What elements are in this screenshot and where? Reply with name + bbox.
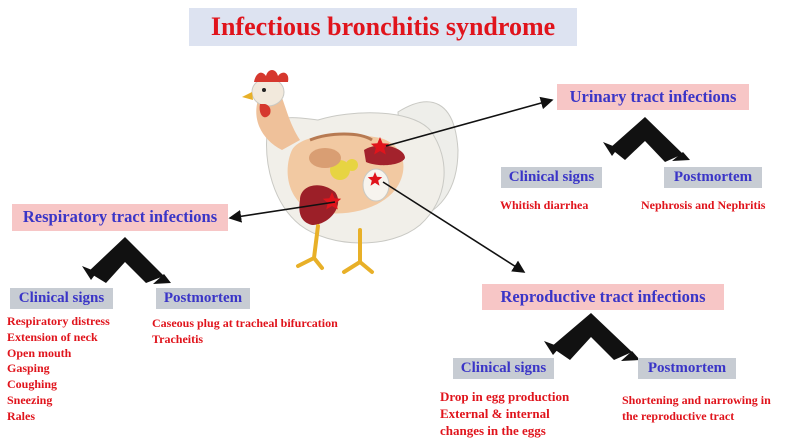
list-item: Open mouth xyxy=(7,345,72,360)
list-item: Sneezing xyxy=(7,392,53,407)
chicken-anatomy-icon xyxy=(242,70,459,274)
list-item: Respiratory distress xyxy=(7,314,110,328)
urinary-postmortem-list: Nephrosis and Nephritis xyxy=(641,198,765,214)
page-title: Infectious bronchitis syndrome xyxy=(189,8,577,46)
urinary-clinical-label: Clinical signs xyxy=(501,167,602,188)
respiratory-clinical-list: Respiratory distress Extension of neck O… xyxy=(7,314,110,425)
urinary-heading: Urinary tract infections xyxy=(557,84,749,110)
respiratory-heading: Respiratory tract infections xyxy=(12,204,228,231)
list-item: Tracheitis xyxy=(152,331,204,346)
reproductive-clinical-label: Clinical signs xyxy=(453,358,554,379)
reproductive-clinical-list: Drop in egg production External & intern… xyxy=(440,388,569,439)
list-item: External & internal xyxy=(440,406,550,421)
list-item: the reproductive tract xyxy=(622,408,735,423)
respiratory-postmortem-list: Caseous plug at tracheal bifurcation Tra… xyxy=(152,316,338,348)
list-item: Drop in egg production xyxy=(440,389,570,404)
respiratory-clinical-label: Clinical signs xyxy=(10,288,113,309)
list-item: Shortening and narrowing in xyxy=(622,393,771,407)
reproductive-postmortem-label: Postmortem xyxy=(638,358,736,379)
reproductive-heading: Reproductive tract infections xyxy=(482,284,724,310)
star-icon xyxy=(367,172,383,186)
arrow-to-respiratory xyxy=(228,201,336,223)
chevron-up-icon xyxy=(603,117,690,162)
list-item: Nephrosis and Nephritis xyxy=(641,198,766,212)
urinary-postmortem-label: Postmortem xyxy=(664,167,762,188)
star-icon xyxy=(322,192,342,210)
star-icon xyxy=(370,137,390,155)
list-item: Rales xyxy=(7,408,35,423)
arrow-to-urinary xyxy=(385,96,554,147)
list-item: Extension of neck xyxy=(7,329,98,344)
arrow-to-reproductive xyxy=(382,181,526,273)
list-item: Gasping xyxy=(7,361,50,376)
list-item: Coughing xyxy=(7,377,58,392)
respiratory-postmortem-label: Postmortem xyxy=(156,288,250,309)
reproductive-postmortem-list: Shortening and narrowing in the reproduc… xyxy=(622,393,771,425)
list-item: Whitish diarrhea xyxy=(500,198,589,212)
chevron-up-icon xyxy=(82,237,171,284)
list-item: Caseous plug at tracheal bifurcation xyxy=(152,316,338,330)
list-item: changes in the eggs xyxy=(440,423,546,438)
urinary-clinical-list: Whitish diarrhea xyxy=(500,198,588,214)
chevron-up-icon xyxy=(544,313,640,361)
